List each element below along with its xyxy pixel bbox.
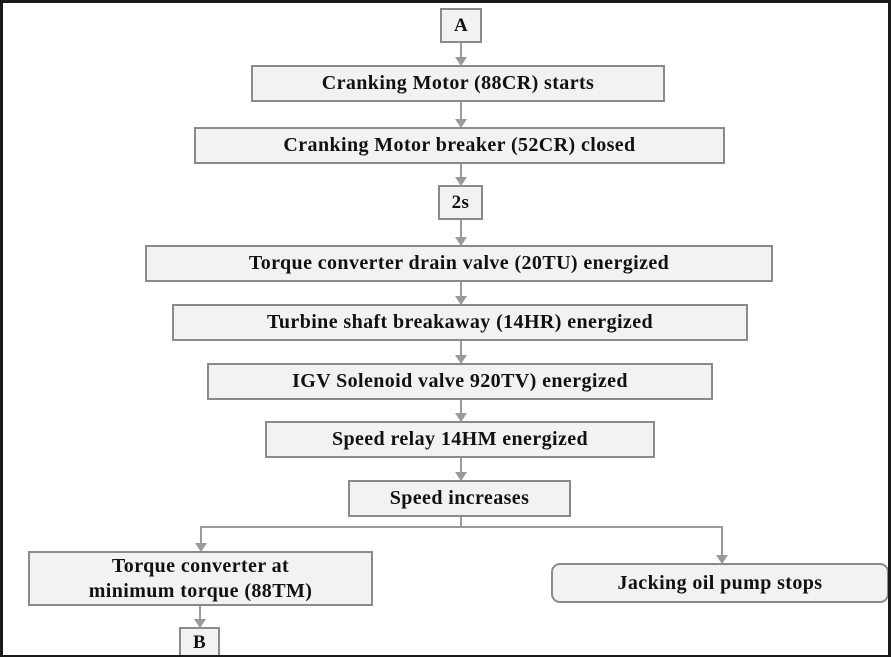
node-label: B [192, 631, 207, 653]
node-label: Cranking Motor breaker (52CR) closed [283, 134, 636, 156]
connector-delay-to-drainvalve [460, 220, 462, 245]
connector-breakaway-to-igv [460, 341, 462, 363]
node-label: Torque converter drain valve (20TU) ener… [248, 252, 670, 274]
connector-branch-right-drop [721, 526, 723, 562]
node-label-line-1: Torque converter at [111, 554, 290, 577]
flowchart-node-igv-solenoid-valve: IGV Solenoid valve 920TV) energized [207, 363, 713, 400]
arrowhead-drainvalve-to-breakaway [455, 296, 467, 305]
connector-branch-left-drop [200, 526, 202, 550]
node-label: Jacking oil pump stops [617, 571, 823, 594]
connector-a-to-cranking [460, 43, 462, 64]
node-label: A [453, 14, 469, 36]
arrowhead-delay-to-drainvalve [455, 237, 467, 246]
arrowhead-branch-left [195, 543, 207, 552]
flowchart-node-cranking-motor-starts: Cranking Motor (88CR) starts [251, 65, 665, 102]
connector-drainvalve-to-breakaway [460, 282, 462, 304]
flowchart-node-a: A [440, 8, 482, 43]
arrowhead-breaker-to-delay [455, 177, 467, 186]
arrowhead-mintorque-to-b [194, 619, 206, 628]
flowchart-node-delay-2s: 2s [438, 185, 483, 220]
node-label-line-2: minimum torque (88TM) [88, 579, 313, 602]
arrowhead-cranking-to-breaker [455, 119, 467, 128]
connector-breaker-to-delay [460, 164, 462, 185]
flowchart-node-cranking-motor-breaker-closed: Cranking Motor breaker (52CR) closed [194, 127, 725, 164]
node-label: Cranking Motor (88CR) starts [321, 72, 595, 94]
connector-speedrelay-to-speedinc [460, 458, 462, 480]
flowchart-node-b: B [179, 627, 220, 655]
flowchart-node-turbine-shaft-breakaway: Turbine shaft breakaway (14HR) energized [172, 304, 748, 341]
connector-branch-bus [200, 526, 723, 528]
flowchart-node-speed-relay-energized: Speed relay 14HM energized [265, 421, 655, 458]
node-label: IGV Solenoid valve 920TV) energized [292, 370, 628, 392]
flowchart-node-torque-converter-minimum-torque: Torque converter at minimum torque (88TM… [28, 551, 373, 606]
node-label: Speed relay 14HM energized [331, 428, 589, 450]
arrowhead-a-to-cranking [455, 57, 467, 66]
connector-mintorque-to-b [199, 606, 201, 627]
arrowhead-igv-to-speedrelay [455, 413, 467, 422]
flowchart-node-speed-increases: Speed increases [348, 480, 571, 517]
arrowhead-breakaway-to-igv [455, 355, 467, 364]
arrowhead-speedrelay-to-speedinc [455, 472, 467, 481]
node-label: Turbine shaft breakaway (14HR) energized [267, 311, 653, 333]
flowchart-node-jacking-oil-pump-stops: Jacking oil pump stops [551, 563, 888, 603]
connector-cranking-to-breaker [460, 102, 462, 127]
arrowhead-branch-right [716, 555, 728, 564]
node-label: Speed increases [389, 487, 530, 509]
flowchart-node-drain-valve-energized: Torque converter drain valve (20TU) ener… [145, 245, 773, 282]
node-label: 2s [451, 191, 470, 213]
connector-branch-stem [460, 517, 462, 527]
connector-igv-to-speedrelay [460, 400, 462, 421]
